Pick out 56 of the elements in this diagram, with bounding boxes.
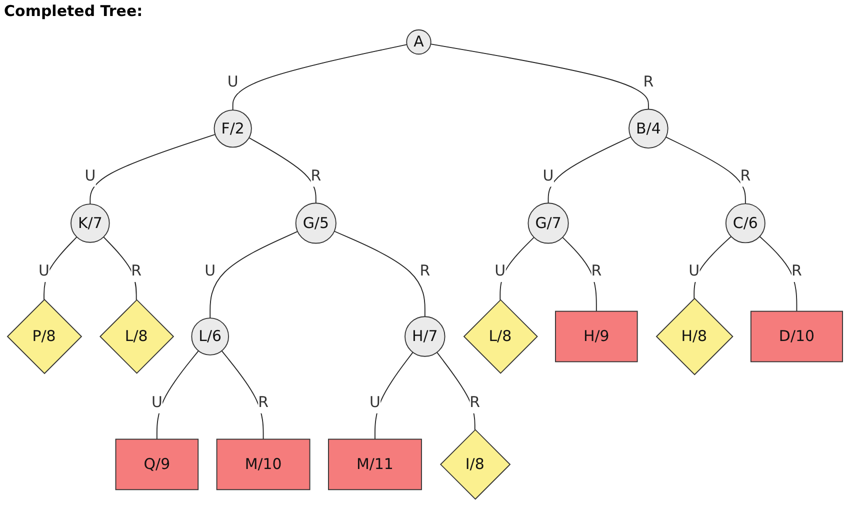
edge-label: R xyxy=(420,261,430,280)
connector xyxy=(665,136,746,204)
node-box: H/9 xyxy=(555,310,638,362)
edge-label: U xyxy=(494,261,506,280)
connector xyxy=(500,236,534,300)
connector xyxy=(562,236,597,312)
connector xyxy=(44,236,78,300)
node-diamond: P/8 xyxy=(6,298,82,374)
connector xyxy=(548,136,632,204)
connector xyxy=(430,44,649,110)
connector xyxy=(248,137,316,204)
edge-label: U xyxy=(38,261,50,280)
node-circle: H/7 xyxy=(404,316,446,357)
node-circle: B/4 xyxy=(628,108,668,148)
connector xyxy=(374,352,414,440)
connector xyxy=(759,236,798,312)
connector xyxy=(334,230,426,318)
connector xyxy=(221,350,264,440)
connector xyxy=(232,44,408,111)
diagram-title: Completed Tree: xyxy=(4,2,143,20)
connector xyxy=(156,350,199,440)
node-box: D/10 xyxy=(750,310,843,362)
node-circle: G/7 xyxy=(528,202,569,244)
edge-label: R xyxy=(470,392,480,411)
edge-label: U xyxy=(542,166,554,184)
edge-label: U xyxy=(84,166,96,184)
connector xyxy=(436,352,476,430)
edge-label: U xyxy=(688,261,700,280)
connector xyxy=(103,236,137,300)
edge-label: R xyxy=(131,261,142,280)
node-diamond: L/8 xyxy=(99,299,174,374)
node-box: M/11 xyxy=(328,438,422,490)
node-circle: A xyxy=(406,29,432,55)
connector xyxy=(210,230,298,319)
node-diamond: I/8 xyxy=(440,429,511,500)
edge-label: R xyxy=(792,261,802,280)
edge-label: U xyxy=(204,261,216,280)
node-box: M/10 xyxy=(216,438,310,490)
connector xyxy=(90,134,216,204)
edge-label: R xyxy=(258,392,268,411)
edge-label: R xyxy=(591,261,602,280)
node-circle: L/6 xyxy=(191,318,230,356)
edge-label: R xyxy=(740,166,751,184)
edge-label: R xyxy=(643,72,654,90)
node-diamond: L/8 xyxy=(463,299,538,374)
node-diamond: H/8 xyxy=(656,298,734,376)
node-circle: K/7 xyxy=(70,204,110,243)
node-circle: F/2 xyxy=(214,110,252,148)
edge-label: U xyxy=(370,392,380,411)
edge-label: U xyxy=(227,72,238,90)
edge-label: U xyxy=(151,392,162,411)
node-box: Q/9 xyxy=(115,438,199,490)
node-circle: G/5 xyxy=(295,202,336,244)
connector xyxy=(694,236,732,299)
edge-label: R xyxy=(310,166,322,184)
node-circle: C/6 xyxy=(725,203,766,244)
